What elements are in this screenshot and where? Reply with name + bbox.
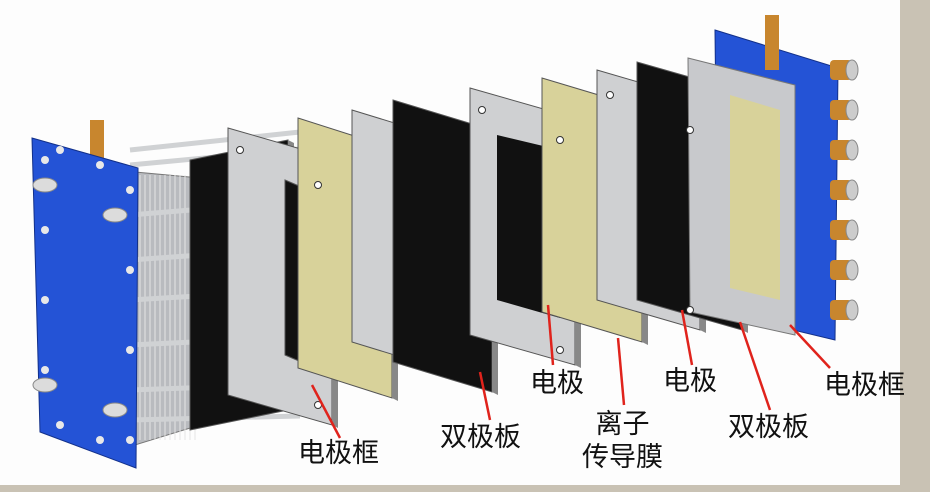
bolt-head [41, 366, 49, 374]
bolt-head [126, 266, 134, 274]
diagram-canvas: 电极框 双极板 电极 离子 传导膜 电极 双极板 电极框 [0, 0, 905, 485]
left-terminal-tab [90, 120, 104, 160]
frame-hole [314, 181, 322, 189]
bolt-head [41, 156, 49, 164]
bolt-head [56, 421, 64, 429]
port-fitting [32, 377, 58, 393]
bolt-head [126, 346, 134, 354]
leader-line [789, 324, 831, 369]
leader-line [478, 371, 492, 421]
leader-line [616, 337, 626, 406]
port-cap [845, 219, 859, 241]
port-cap [845, 139, 859, 161]
flow-battery-stack-exploded-view [31, 15, 859, 469]
label-electrode-left: 电极 [530, 368, 584, 399]
frame-hole [556, 346, 564, 354]
port-cap [845, 259, 859, 281]
bolt-head [126, 436, 134, 444]
label-electrode-frame-left: 电极框 [298, 438, 379, 469]
bolt-head [96, 161, 104, 169]
port-cap [845, 99, 859, 121]
leader-line [738, 321, 772, 411]
port-cap [845, 299, 859, 321]
tie-rod [129, 129, 301, 153]
label-bipolar-plate-left: 双极板 [440, 422, 521, 453]
label-electrode-frame-right: 电极框 [824, 370, 905, 401]
right-stack-face [730, 95, 780, 300]
label-ion-membrane: 离子 传导膜 [582, 408, 663, 474]
bolt-head [41, 296, 49, 304]
leader-line [680, 309, 694, 366]
frame-hole [686, 306, 694, 314]
leader-line [310, 384, 342, 439]
port-fitting [32, 177, 58, 193]
label-ion-membrane-line1: 离子 [595, 409, 650, 440]
frame-hole [236, 146, 244, 154]
bolt-head [126, 186, 134, 194]
right-terminal-tab [765, 15, 779, 70]
frame-hole [478, 106, 486, 114]
frame-hole [686, 126, 694, 134]
label-ion-membrane-line2: 传导膜 [582, 442, 663, 473]
leader-line [546, 304, 555, 366]
label-bipolar-plate-right: 双极板 [728, 412, 809, 443]
bolt-head [56, 146, 64, 154]
port-fitting [102, 402, 128, 418]
frame-hole [606, 91, 614, 99]
port-fitting [102, 207, 128, 223]
port-cap [845, 179, 859, 201]
label-electrode-right: 电极 [663, 366, 717, 397]
bolt-head [41, 226, 49, 234]
port-cap [845, 59, 859, 81]
bolt-head [96, 436, 104, 444]
frame-hole [556, 136, 564, 144]
